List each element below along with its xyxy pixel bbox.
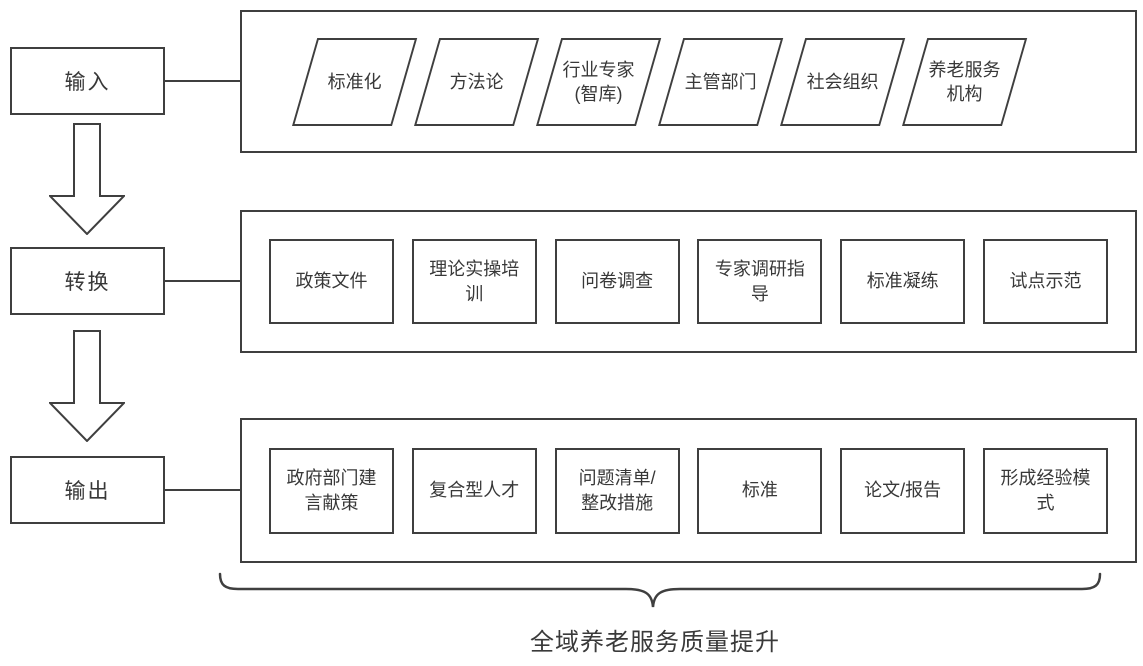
- curly-brace-icon: [218, 572, 1102, 608]
- transform-node: 问卷调查: [554, 239, 680, 324]
- output-node-label: 形成经验模 式: [1000, 468, 1091, 513]
- input-node: 主管部门: [658, 37, 784, 126]
- down-arrow-icon: [49, 123, 125, 235]
- input-node: 养老服务 机构: [902, 37, 1028, 126]
- output-node: 论文/报告: [840, 447, 966, 534]
- stage-box-output: 输出: [10, 456, 165, 524]
- diagram-caption: 全域养老服务质量提升: [530, 629, 780, 656]
- stage-label-input: 输入: [64, 71, 111, 94]
- input-node-label: 方法论: [449, 71, 504, 92]
- output-group-container: 政府部门建 言献策 复合型人才 问题清单/ 整改措施 标准 论文/报告 形成经验…: [240, 418, 1137, 563]
- stage-label-transform: 转换: [64, 271, 111, 294]
- output-node-label: 政府部门建 言献策: [286, 468, 377, 513]
- output-node-label: 问题清单/ 整改措施: [578, 468, 656, 513]
- input-node-label: 社会组织: [806, 71, 879, 92]
- transform-node: 政策文件: [269, 239, 394, 324]
- input-node: 社会组织: [780, 37, 906, 126]
- output-node: 形成经验模 式: [982, 447, 1108, 534]
- output-node: 复合型人才: [411, 447, 537, 534]
- connector-line-transform: [165, 280, 240, 282]
- transform-node-label: 专家调研指 导: [714, 259, 805, 304]
- transform-node-label: 试点示范: [1009, 271, 1082, 292]
- input-node: 行业专家 (智库): [536, 37, 662, 126]
- input-node: 方法论: [414, 37, 540, 126]
- connector-line-input: [165, 80, 240, 82]
- output-node-label: 标准: [741, 480, 778, 501]
- transform-node: 理论实操培 训: [411, 239, 537, 324]
- transform-node-label: 理论实操培 训: [429, 259, 520, 304]
- connector-line-output: [165, 489, 240, 491]
- transform-node: 标准凝练: [840, 239, 966, 324]
- output-node: 问题清单/ 整改措施: [554, 447, 680, 534]
- stage-box-transform: 转换: [10, 247, 165, 315]
- output-node: 标准: [697, 447, 823, 534]
- input-group-container: 标准化 方法论 行业专家 (智库) 主管部门 社会组织 养老服务 机构: [240, 10, 1137, 153]
- output-node: 政府部门建 言献策: [269, 447, 394, 534]
- transform-node: 专家调研指 导: [697, 239, 823, 324]
- input-node-label: 标准化: [327, 71, 382, 92]
- transform-node: 试点示范: [982, 239, 1108, 324]
- transform-node-label: 问卷调查: [581, 271, 654, 292]
- stage-label-output: 输出: [64, 480, 111, 503]
- output-node-label: 复合型人才: [429, 480, 520, 501]
- stage-box-input: 输入: [10, 47, 165, 115]
- transform-node-label: 标准凝练: [866, 271, 939, 292]
- transform-node-label: 政策文件: [295, 271, 368, 292]
- transform-group-container: 政策文件 理论实操培 训 问卷调查 专家调研指 导 标准凝练 试点示范: [240, 210, 1137, 353]
- input-node-label: 主管部门: [684, 71, 757, 92]
- input-node-label: 养老服务 机构: [928, 59, 1001, 104]
- input-node: 标准化: [292, 37, 418, 126]
- down-arrow-icon: [49, 330, 125, 442]
- input-node-label: 行业专家 (智库): [562, 59, 635, 104]
- output-node-label: 论文/报告: [864, 480, 942, 501]
